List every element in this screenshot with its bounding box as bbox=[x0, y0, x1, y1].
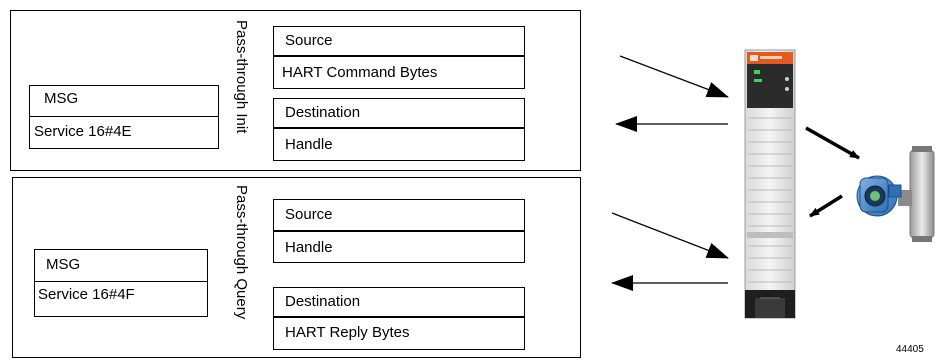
arrow-from-device bbox=[809, 194, 843, 218]
query-service-label: Service 16#4F bbox=[38, 286, 135, 303]
init-destination-field bbox=[273, 98, 525, 128]
query-msg-box bbox=[34, 249, 208, 317]
query-hart-reply-bytes-label: HART Reply Bytes bbox=[285, 324, 410, 341]
query-destination-label: Destination bbox=[285, 293, 361, 310]
query-handle-label: Handle bbox=[285, 239, 333, 256]
figure-number: 44405 bbox=[896, 344, 924, 355]
query-source-label: Source bbox=[285, 206, 333, 223]
init-msg-divider bbox=[29, 116, 219, 117]
init-source-label: Source bbox=[285, 32, 333, 49]
init-hart-command-bytes-field bbox=[273, 56, 525, 89]
query-source-field bbox=[273, 199, 525, 231]
query-destination-field bbox=[273, 287, 525, 317]
query-msg-divider bbox=[34, 281, 208, 282]
arrow-to-device bbox=[805, 126, 860, 160]
init-service-label: Service 16#4E bbox=[34, 123, 132, 140]
init-handle-field bbox=[273, 128, 525, 161]
query-msg-label: MSG bbox=[46, 256, 81, 273]
init-msg-label: MSG bbox=[44, 90, 79, 107]
arrow-init-request bbox=[619, 55, 729, 98]
init-handle-label: Handle bbox=[285, 136, 333, 153]
init-destination-label: Destination bbox=[285, 104, 361, 121]
hart-flowmeter-icon bbox=[856, 146, 935, 242]
arrow-query-request bbox=[611, 212, 729, 259]
init-msg-box bbox=[29, 85, 219, 149]
init-source-field bbox=[273, 26, 525, 56]
query-handle-field bbox=[273, 231, 525, 263]
controller-module-icon bbox=[744, 49, 796, 319]
init-hart-command-bytes-label: HART Command Bytes bbox=[282, 64, 438, 81]
query-hart-reply-bytes-field bbox=[273, 317, 525, 350]
